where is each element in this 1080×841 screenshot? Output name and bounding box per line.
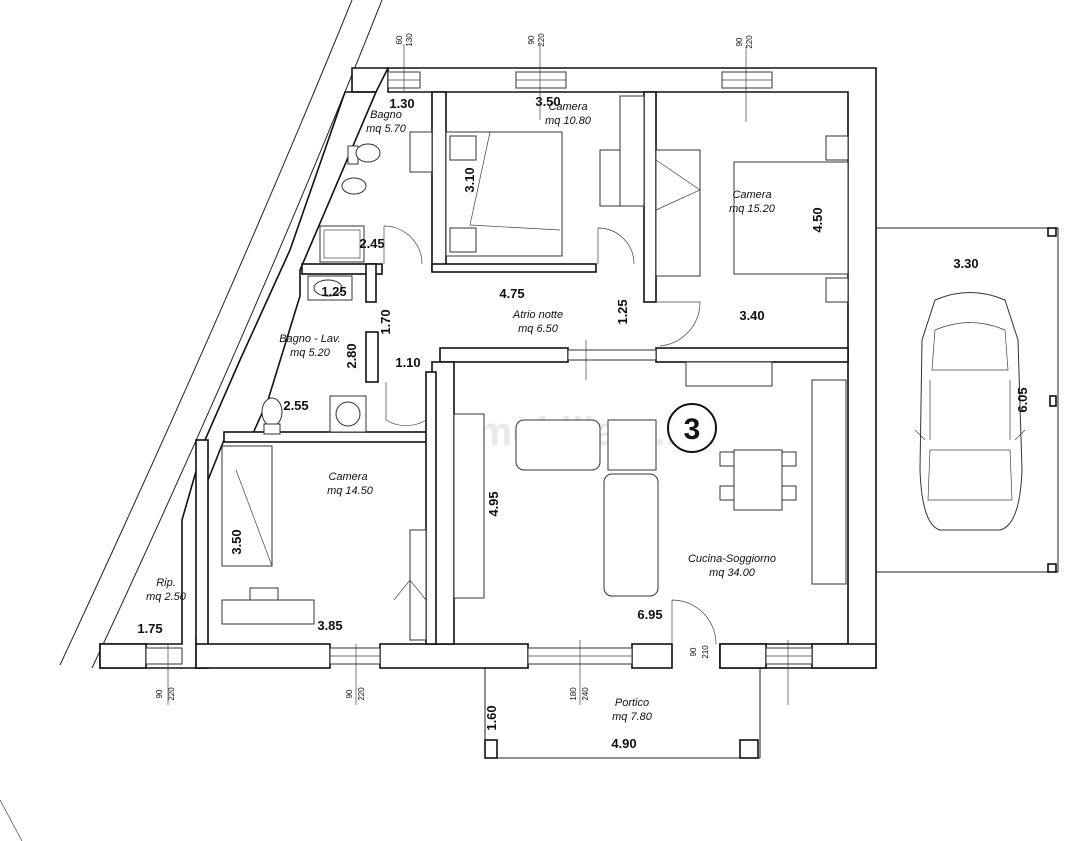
opening-label-top: 90 [527, 35, 536, 44]
lot-boundary-corner [0, 799, 23, 841]
room-name-atrio: Atrio notte [512, 309, 563, 321]
room-name-cucina: Cucina-Soggiorno [688, 553, 776, 565]
dimension-label: 1.60 [484, 705, 499, 730]
bedroom-3-furniture [221, 445, 427, 641]
opening-label-bottom: 220 [167, 687, 176, 701]
bedroom-2-furniture [655, 135, 849, 303]
room-area-camera-1: mq 10.80 [545, 115, 592, 127]
unit-number-badge: 3 [667, 403, 717, 453]
opening-label-top: 90 [735, 37, 744, 46]
dimension-label: 3.40 [739, 308, 764, 323]
room-labels: Bagno mq 5.70 Camera mq 10.80 Camera mq … [146, 101, 776, 723]
carport [870, 227, 1059, 573]
opening-label-bottom: 220 [537, 33, 546, 47]
dimension-label: 3.85 [317, 618, 342, 633]
doors [383, 225, 717, 645]
room-area-rip: mq 2.50 [146, 591, 187, 603]
opening-label-top: 90 [345, 689, 354, 698]
dimension-label: 6.95 [637, 607, 662, 622]
dimension-label: 2.80 [344, 343, 359, 368]
opening-label-top: 180 [569, 687, 578, 701]
windows [145, 71, 813, 665]
leader-lines [167, 44, 789, 705]
dimension-label: 1.70 [378, 309, 393, 334]
room-name-camera-2: Camera [732, 189, 771, 201]
car-icon [914, 292, 1026, 531]
living-kitchen-furniture [453, 361, 847, 599]
lot-boundary-inner [59, 0, 353, 666]
room-name-portico: Portico [615, 697, 649, 709]
opening-label-bottom: 240 [581, 687, 590, 701]
dimension-label: 1.75 [137, 621, 162, 636]
opening-label-bottom: 220 [357, 687, 366, 701]
dimension-label: 1.25 [615, 299, 630, 324]
room-area-bagno-2: mq 5.20 [290, 347, 331, 359]
bedroom-1-furniture [445, 95, 645, 257]
opening-labels: 60 130 90 220 90 220 90 220 90 220 180 2… [155, 33, 754, 701]
dimension-label: 4.90 [611, 736, 636, 751]
bathroom-2-fixtures [261, 275, 367, 435]
dimension-labels: 1.30 3.50 3.10 4.50 2.45 1.25 4.75 1.25 … [137, 94, 1030, 751]
dimension-label: 6.05 [1015, 387, 1030, 412]
exterior-walls [99, 67, 877, 669]
opening-label-bottom: 220 [745, 35, 754, 49]
room-name-bagno-1: Bagno [370, 109, 402, 121]
room-area-portico: mq 7.80 [612, 711, 653, 723]
unit-number: 3 [684, 413, 701, 446]
room-area-cucina: mq 34.00 [709, 567, 756, 579]
dimension-label: 1.10 [395, 355, 420, 370]
bathroom-1-fixtures [319, 131, 433, 263]
interior-walls [223, 91, 849, 645]
opening-label-top: 90 [689, 647, 698, 656]
room-name-bagno-2: Bagno - Lav. [279, 333, 341, 345]
room-name-rip: Rip. [156, 577, 176, 589]
dimension-label: 4.50 [810, 207, 825, 232]
dimension-label: 2.45 [359, 236, 384, 251]
room-name-camera-1: Camera [548, 101, 587, 113]
opening-label-top: 60 [395, 35, 404, 44]
dimension-label: 3.30 [953, 256, 978, 271]
room-area-atrio: mq 6.50 [518, 323, 559, 335]
dimension-label: 1.25 [321, 284, 346, 299]
room-name-camera-3: Camera [328, 471, 367, 483]
opening-label-bottom: 130 [405, 33, 414, 47]
portico [484, 668, 761, 759]
opening-label-bottom: 210 [701, 645, 710, 659]
opening-label-top: 90 [155, 689, 164, 698]
room-area-bagno-1: mq 5.70 [366, 123, 407, 135]
dimension-label: 4.75 [499, 286, 524, 301]
room-area-camera-3: mq 14.50 [327, 485, 374, 497]
room-area-camera-2: mq 15.20 [729, 203, 776, 215]
dimension-label: 1.30 [389, 96, 414, 111]
dimension-label: 2.55 [283, 398, 308, 413]
dimension-label: 4.95 [486, 491, 501, 516]
dimension-label: 3.50 [535, 94, 560, 109]
dimension-label: 3.10 [462, 167, 477, 192]
dimension-label: 3.50 [229, 529, 244, 554]
